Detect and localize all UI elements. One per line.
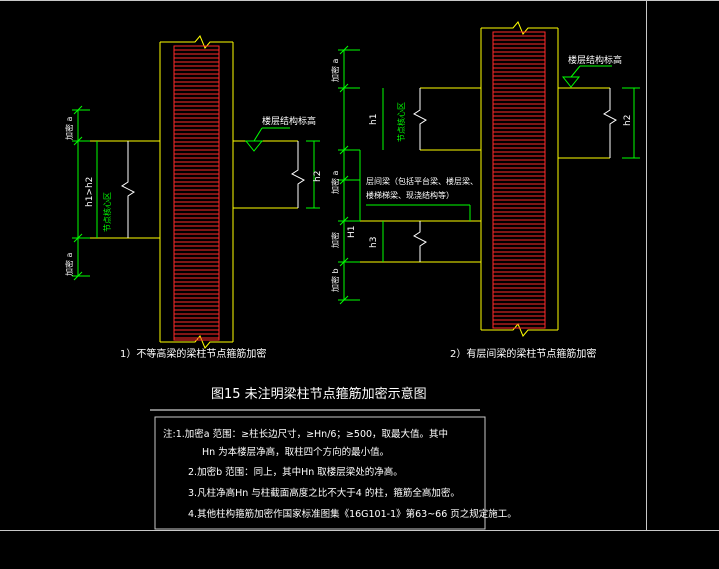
right-level-marker bbox=[561, 65, 612, 88]
figure-title: 图15 未注明梁柱节点箍筋加密示意图 bbox=[211, 386, 427, 402]
note-line-4: 3.凡柱净高Hn 与柱截面高度之比不大于4 的柱，箍筋全高加密。 bbox=[188, 487, 460, 499]
left-zone-label: 节点核心区 bbox=[102, 192, 112, 232]
right-break-marks bbox=[413, 88, 617, 262]
left-stirrups bbox=[173, 45, 220, 341]
left-dim-top: 加密 a bbox=[64, 116, 74, 140]
right-zone-label: 节点核心区 bbox=[396, 102, 406, 142]
left-sublabel: 1）不等高梁的梁柱节点箍筋加密 bbox=[120, 347, 266, 360]
note-line-5: 4.其他柱构箍筋加密作国家标准图集《16G101-1》第63~66 页之规定施工… bbox=[188, 508, 517, 520]
left-dim-bottom: 加密 a bbox=[64, 252, 74, 276]
right-stirrups bbox=[492, 31, 546, 329]
note-line-1: 注:1.加密a 范围：≥柱长边尺寸，≥Hn/6；≥500，取最大值。其中 bbox=[163, 428, 448, 440]
left-detail bbox=[72, 35, 320, 349]
right-dim-top: 加密 a bbox=[330, 58, 340, 82]
right-h1-label: h1 bbox=[369, 114, 379, 125]
left-beam-level-label: 楼层结构标高 bbox=[262, 115, 316, 127]
left-column-outline bbox=[159, 35, 234, 349]
note-line-2: Hn 为本楼层净高，取柱四个方向的最小值。 bbox=[202, 446, 389, 458]
right-h2-label: h2 bbox=[623, 115, 633, 126]
right-dim-bottom: 加密 b bbox=[330, 268, 340, 292]
right-h3-label: h3 bbox=[369, 237, 379, 248]
left-dim-mid: h1>h2 bbox=[85, 177, 95, 207]
left-beams bbox=[90, 140, 298, 239]
right-interlayer-note-1: 层间梁（包括平台梁、楼层梁、 bbox=[366, 176, 478, 186]
right-dim-mid: 加密 bbox=[330, 232, 340, 248]
right-sublabel: 2）有层间梁的梁柱节点箍筋加密 bbox=[450, 347, 596, 360]
frame-lines bbox=[0, 0, 719, 531]
left-break-marks bbox=[121, 141, 305, 238]
right-column-outline bbox=[480, 21, 559, 337]
right-dim-b1: 加密 a bbox=[330, 170, 340, 194]
left-h2-label: h2 bbox=[313, 171, 323, 182]
left-dimensions bbox=[72, 105, 320, 281]
right-H1-label: H1 bbox=[347, 226, 357, 239]
left-level-marker bbox=[244, 127, 290, 152]
note-line-3: 2.加密b 范围：同上，其中Hn 取楼层梁处的净高。 bbox=[188, 466, 403, 478]
notes-box bbox=[154, 416, 486, 530]
right-beam-level-label: 楼层结构标高 bbox=[568, 54, 622, 66]
right-detail bbox=[338, 21, 640, 337]
right-interlayer-note-2: 楼梯梯梁、现浇结构等） bbox=[366, 190, 454, 200]
right-dimensions bbox=[338, 45, 640, 305]
